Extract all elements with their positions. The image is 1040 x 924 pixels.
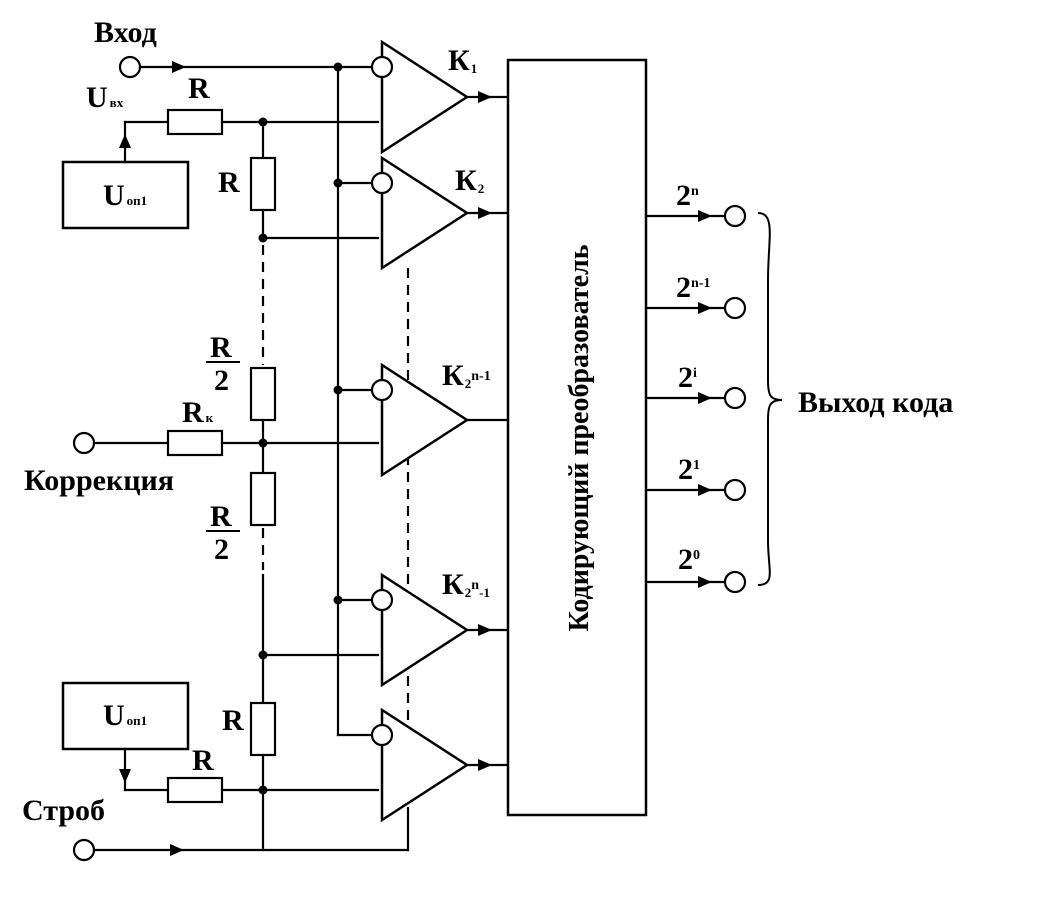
svg-text:2: 2 [214, 364, 229, 397]
junction-dot [333, 62, 343, 72]
strobe-label: Строб [22, 794, 105, 827]
r-half-bottom-label: R 2 [206, 500, 240, 566]
resistor-r-vertical [249, 156, 277, 212]
encoder-block [506, 58, 648, 817]
ref-arrow-top [119, 134, 131, 148]
comparator-k5 [370, 707, 510, 823]
out-21-label: 21 [678, 453, 700, 486]
code-output-label: Выход кода [798, 386, 953, 419]
input-label: Вход [94, 16, 157, 49]
svg-text:R: R [210, 500, 232, 533]
r-half-top-label: R 2 [206, 331, 240, 397]
k3-label: К2n-1 [442, 359, 491, 392]
r-bottom-vert-label: R [222, 704, 244, 737]
output-terminal-21 [723, 478, 747, 502]
out-20-label: 20 [678, 543, 700, 576]
correction-label: Коррекция [24, 464, 174, 497]
input-terminal [118, 55, 142, 79]
output-terminal-2i [723, 386, 747, 410]
output-lines [644, 204, 747, 594]
encoder-label: Кодирующий преобразователь [564, 244, 595, 631]
ref-source-bottom [61, 681, 190, 751]
out-2n1-label: 2n-1 [676, 271, 710, 304]
comparator-k3 [370, 362, 510, 478]
k4-label: К2n-1 [442, 568, 490, 601]
comparator-k2 [370, 155, 510, 271]
strobe-arrow [170, 844, 184, 856]
resistor-r-half-top [249, 366, 277, 422]
output-terminal-2n [723, 204, 747, 228]
r-bottom-horiz-label: R [192, 744, 214, 777]
svg-text:2: 2 [214, 533, 229, 566]
resistor-r-half-bottom [249, 471, 277, 527]
r1-label: R [188, 72, 210, 105]
correction-terminal [72, 431, 96, 455]
output-terminal-20 [723, 570, 747, 594]
resistor-r-bottom-vertical [249, 701, 277, 757]
resistor-rk [166, 429, 224, 457]
k2-label: К2 [455, 164, 484, 197]
resistor-r-bottom [166, 776, 224, 804]
ref-source-top [61, 160, 190, 230]
strobe-terminal [72, 838, 96, 862]
out-2i-label: 2i [678, 361, 697, 394]
input-arrow [172, 61, 186, 73]
resistor-r-top [166, 108, 224, 136]
svg-text:R: R [210, 331, 232, 364]
ref-arrow-bottom [119, 769, 131, 783]
comparator-k1 [370, 39, 510, 155]
out-2n-label: 2n [676, 179, 699, 212]
output-terminal-2n-1 [723, 296, 747, 320]
comparator-k4 [370, 572, 510, 688]
k1-label: К1 [448, 44, 477, 77]
output-brace [757, 212, 783, 586]
r2-label: R [218, 166, 240, 199]
